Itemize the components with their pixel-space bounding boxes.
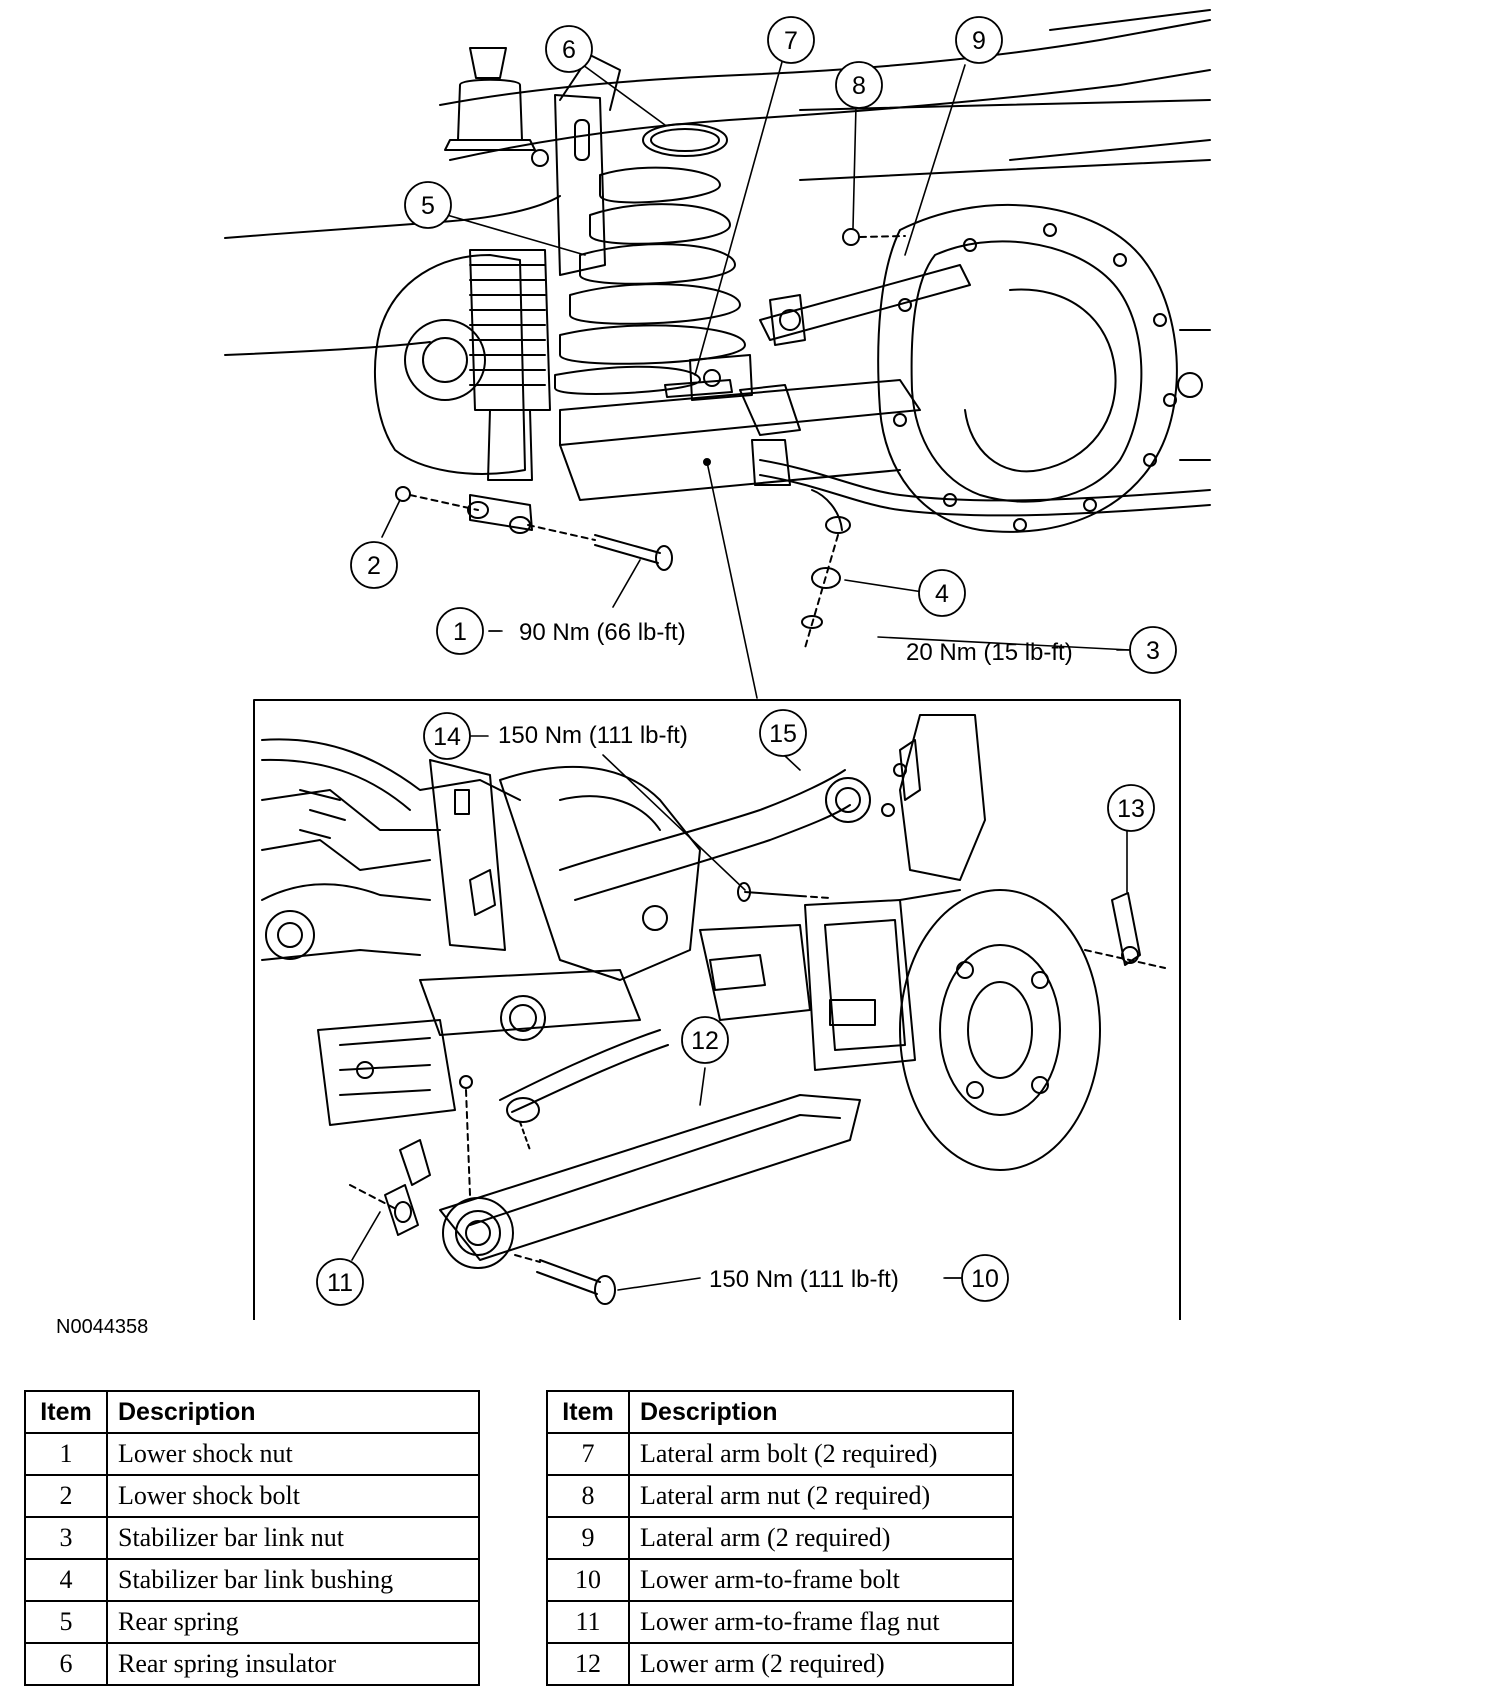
svg-text:5: 5 xyxy=(421,192,435,220)
callout-9: 9 xyxy=(955,16,1003,64)
item-number: 6 xyxy=(24,1642,108,1686)
svg-text:12: 12 xyxy=(691,1027,719,1055)
callout-1: 1 xyxy=(436,607,484,655)
svg-text:9: 9 xyxy=(972,27,986,55)
callout-15: 15 xyxy=(759,709,807,757)
figure-id: N0044358 xyxy=(56,1316,149,1338)
torque-label-item1: 90 Nm (66 lb-ft) xyxy=(519,619,686,646)
item-description: Lower shock bolt xyxy=(106,1474,480,1518)
svg-text:10: 10 xyxy=(971,1265,999,1293)
item-number: 5 xyxy=(24,1600,108,1644)
callout-4: 4 xyxy=(918,569,966,617)
callout-12: 12 xyxy=(681,1016,729,1064)
svg-text:1: 1 xyxy=(453,618,467,646)
callout-markers: 6 7 8 9 5 2 1 4 3 14 15 13 12 11 10 xyxy=(316,16,1177,1306)
item-number: 1 xyxy=(24,1432,108,1476)
callout-3: 3 xyxy=(1129,626,1177,674)
item-number: 8 xyxy=(546,1474,630,1518)
item-column-header: Item xyxy=(24,1390,108,1434)
item-number: 4 xyxy=(24,1558,108,1602)
item-number: 10 xyxy=(546,1558,630,1602)
svg-text:8: 8 xyxy=(852,72,866,100)
item-description: Stabilizer bar link nut xyxy=(106,1516,480,1560)
svg-text:3: 3 xyxy=(1146,637,1160,665)
item-number: 3 xyxy=(24,1516,108,1560)
svg-text:2: 2 xyxy=(367,552,381,580)
callout-6: 6 xyxy=(545,25,593,73)
item-description: Lower arm (2 required) xyxy=(628,1642,1014,1686)
lower-detail-view xyxy=(253,699,1181,1320)
description-column-header: Description xyxy=(106,1390,480,1434)
item-description: Lower arm-to-frame flag nut xyxy=(628,1600,1014,1644)
torque-label-item3: 20 Nm (15 lb-ft) xyxy=(906,639,1073,666)
torque-labels: 90 Nm (66 lb-ft) 20 Nm (15 lb-ft) 150 Nm… xyxy=(498,619,1073,1293)
svg-text:4: 4 xyxy=(935,580,949,608)
item-description: Rear spring insulator xyxy=(106,1642,480,1686)
item-description: Lateral arm nut (2 required) xyxy=(628,1474,1014,1518)
callout-7: 7 xyxy=(767,16,815,64)
svg-text:15: 15 xyxy=(769,720,797,748)
item-number: 7 xyxy=(546,1432,630,1476)
item-column-header: Item xyxy=(546,1390,630,1434)
svg-text:11: 11 xyxy=(327,1269,353,1297)
callout-2: 2 xyxy=(350,541,398,589)
callout-10: 10 xyxy=(961,1254,1009,1302)
svg-text:14: 14 xyxy=(433,723,461,751)
legend-header-row: Item Description xyxy=(546,1390,1014,1434)
item-number: 11 xyxy=(546,1600,630,1644)
item-number: 2 xyxy=(24,1474,108,1518)
item-description: Lower shock nut xyxy=(106,1432,480,1476)
torque-dash-marks xyxy=(488,630,1130,1279)
torque-label-item10: 150 Nm (111 lb-ft) xyxy=(709,1266,899,1293)
description-column-header: Description xyxy=(628,1390,1014,1434)
item-description: Rear spring xyxy=(106,1600,480,1644)
callout-13: 13 xyxy=(1107,784,1155,832)
upper-leader-lines xyxy=(381,61,1131,699)
item-description: Stabilizer bar link bushing xyxy=(106,1558,480,1602)
legend-header-row: Item Description xyxy=(24,1390,480,1434)
callout-5: 5 xyxy=(404,181,452,229)
item-number: 9 xyxy=(546,1516,630,1560)
callout-11: 11 xyxy=(316,1258,364,1306)
torque-label-item14: 150 Nm (111 lb-ft) xyxy=(498,722,688,749)
callout-14: 14 xyxy=(423,712,471,760)
svg-text:7: 7 xyxy=(784,27,798,55)
svg-text:6: 6 xyxy=(562,36,576,64)
item-number: 12 xyxy=(546,1642,630,1686)
suspension-diagram: 6 7 8 9 5 2 1 4 3 14 15 13 12 11 10 90 N… xyxy=(224,9,1211,1320)
lower-leader-lines xyxy=(351,735,1128,1291)
callout-8: 8 xyxy=(835,61,883,109)
item-description: Lateral arm (2 required) xyxy=(628,1516,1014,1560)
item-description: Lower arm-to-frame bolt xyxy=(628,1558,1014,1602)
upper-assembly-view xyxy=(224,9,1211,649)
svg-text:13: 13 xyxy=(1117,795,1145,823)
item-description: Lateral arm bolt (2 required) xyxy=(628,1432,1014,1476)
